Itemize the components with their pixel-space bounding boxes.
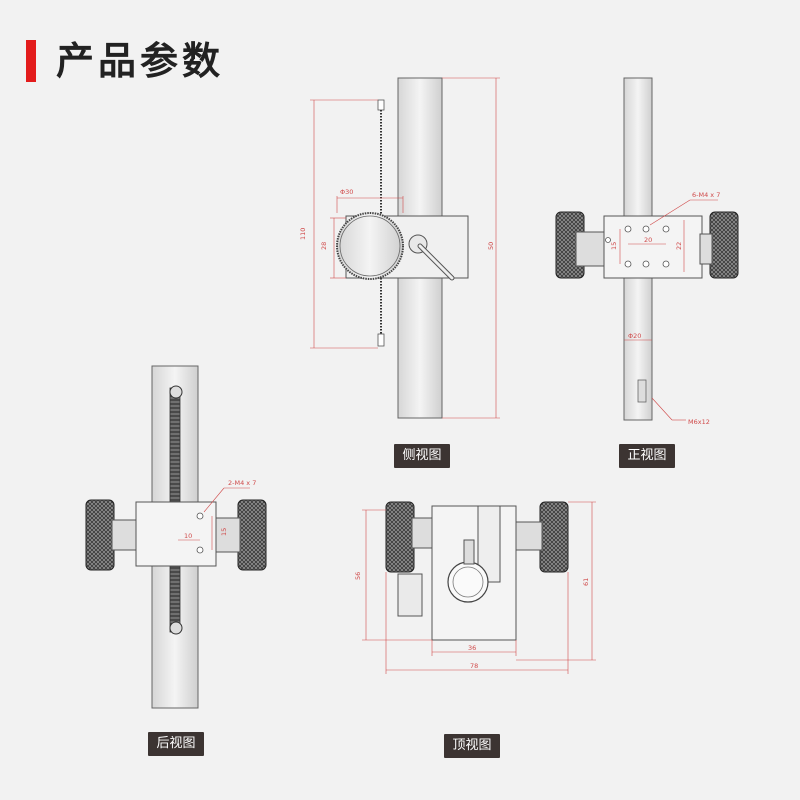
- front-dim-block-h: 22: [675, 242, 683, 250]
- side-view-label: 侧视图: [394, 444, 450, 468]
- front-dim-holes: 6-M4 x 7: [692, 191, 720, 199]
- front-dim-vspacing: 15: [610, 242, 618, 250]
- side-view: 110 28 50 Φ30: [299, 77, 500, 419]
- front-dim-thread: M6x12: [688, 418, 710, 426]
- top-dim-depth: 56: [354, 572, 362, 580]
- page-title: 产品参数: [56, 39, 225, 83]
- front-dim-hspacing: 20: [644, 236, 652, 244]
- top-knob-right: [539, 501, 569, 573]
- top-lever: [397, 573, 423, 617]
- front-view: 6-M4 x 7 20 15 22 Φ20 M6x12: [555, 77, 739, 426]
- back-dim-vspacing: 15: [220, 528, 228, 536]
- back-dim-holes: 2-M4 x 7: [228, 479, 256, 487]
- header-accent-bar: [26, 40, 36, 82]
- top-dim-bore: 36: [468, 644, 476, 652]
- side-knob: [336, 212, 404, 280]
- side-dim-knob-h: 28: [320, 242, 328, 250]
- side-dim-knob-dia: Φ30: [340, 188, 353, 196]
- back-knob-left: [85, 499, 115, 571]
- front-dim-pole-dia: Φ20: [628, 332, 641, 340]
- back-view-label: 后视图: [148, 732, 204, 756]
- top-view-label: 顶视图: [444, 734, 500, 758]
- top-knob-left: [385, 501, 415, 573]
- top-view: 56 61 36 78: [354, 501, 596, 674]
- side-dim-height: 110: [299, 228, 307, 240]
- front-block: [603, 215, 703, 279]
- top-dim-overall: 61: [582, 578, 590, 586]
- back-block: [135, 501, 217, 567]
- back-view: 2-M4 x 7 10 15: [85, 365, 267, 709]
- front-view-label: 正视图: [619, 444, 675, 468]
- side-dim-bar: 50: [487, 242, 495, 250]
- front-knob-right: [709, 211, 739, 279]
- back-dim-hspacing: 10: [184, 532, 192, 540]
- top-dim-width: 78: [470, 662, 478, 670]
- top-bore: [447, 561, 489, 603]
- back-knob-right: [237, 499, 267, 571]
